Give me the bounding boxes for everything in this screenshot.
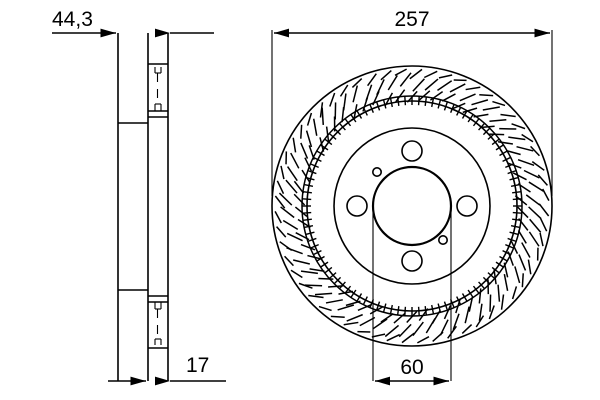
- front-view: 257 60: [271, 8, 553, 386]
- section-hub-block: [118, 122, 148, 291]
- dimension-60: 60: [372, 206, 452, 386]
- small-hole-upper-left: [371, 167, 382, 178]
- disc-center-bore: [371, 165, 453, 247]
- bolt-hole-top: [401, 140, 423, 162]
- section-upper-ring: [148, 63, 168, 118]
- bolt-hole-bottom: [401, 250, 423, 272]
- dimension-44-3: 44,3: [52, 8, 214, 38]
- dim-257-label: 257: [394, 8, 429, 31]
- section-lower-ring: [148, 295, 168, 349]
- dimension-17: 17: [108, 354, 226, 386]
- disc-outer-circle: [271, 65, 553, 347]
- bolt-hole-left: [346, 195, 368, 217]
- disc-hub-circle: [333, 127, 491, 285]
- dim-44-3-label: 44,3: [52, 8, 93, 31]
- dim-17-label: 17: [186, 354, 209, 377]
- small-hole-lower-right: [437, 235, 448, 246]
- disc-vent-ticks: [274, 68, 550, 344]
- section-view: 44,3 17: [52, 8, 226, 386]
- bolt-hole-right: [456, 195, 478, 217]
- dim-60-label: 60: [400, 356, 423, 379]
- dimension-257: 257: [271, 8, 553, 196]
